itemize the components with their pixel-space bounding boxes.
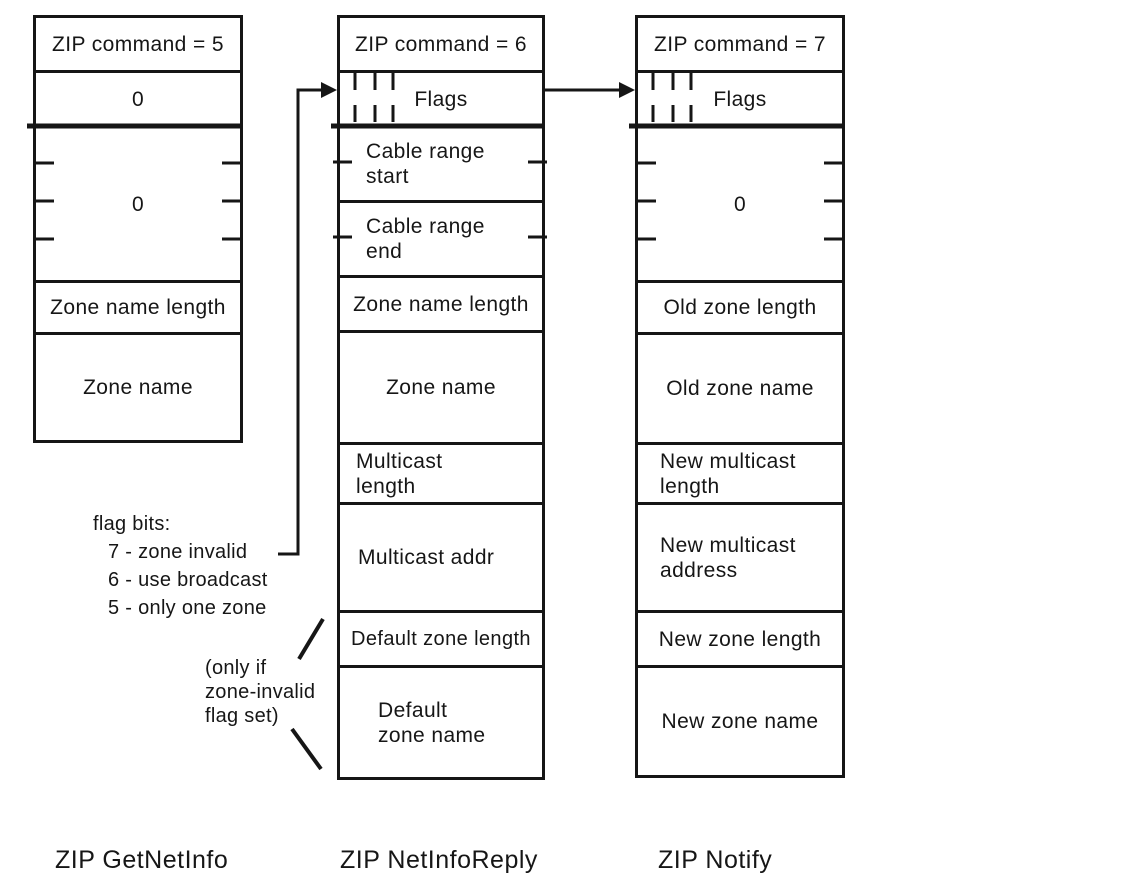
packet-zip-getnetinfo: ZIP command = 5 0 0 Zone name length Zon… xyxy=(33,15,243,443)
field-label: Zone name xyxy=(386,376,496,399)
field-zone-name-length: Zone name length xyxy=(36,283,240,335)
field-label: 0 xyxy=(733,192,747,216)
field-label: 0 xyxy=(131,87,145,111)
field-zip-command: ZIP command = 7 xyxy=(638,18,842,73)
field-new-multicast-length: New multicast length xyxy=(638,445,842,505)
field-label: Multicast length xyxy=(356,449,443,498)
field-zip-command: ZIP command = 5 xyxy=(36,18,240,73)
field-flags: Flags xyxy=(638,73,842,128)
packet-zip-netinforeply: ZIP command = 6 Flags Cable range start … xyxy=(337,15,545,780)
field-multicast-addr: Multicast addr xyxy=(340,505,542,613)
flag-bit-5-label: 5 - only one zone xyxy=(108,597,267,619)
field-old-zone-name: Old zone name xyxy=(638,335,842,445)
field-zip-command: ZIP command = 6 xyxy=(340,18,542,73)
field-label: ZIP command = 5 xyxy=(52,32,224,56)
caption-zip-notify: ZIP Notify xyxy=(658,846,773,874)
field-zero-byte: 0 xyxy=(36,73,240,128)
flag-bits-title: flag bits: xyxy=(93,513,171,535)
field-cable-range-end: Cable range end xyxy=(340,203,542,278)
caption-zip-getnetinfo: ZIP GetNetInfo xyxy=(55,846,229,874)
arrowhead-icon xyxy=(619,82,635,98)
field-label: Old zone name xyxy=(666,377,814,400)
field-label: New multicast length xyxy=(660,449,796,498)
flag-bits-pointer-line xyxy=(278,88,324,556)
field-new-multicast-address: New multicast address xyxy=(638,505,842,613)
field-zone-name-length: Zone name length xyxy=(340,278,542,333)
flag-bits-note: flag bits: 7 - zone invalid 6 - use broa… xyxy=(93,510,268,622)
field-default-zone-name: Default zone name xyxy=(340,668,542,777)
field-label: Old zone length xyxy=(663,296,817,319)
field-new-zone-name: New zone name xyxy=(638,668,842,775)
field-new-zone-length: New zone length xyxy=(638,613,842,668)
field-zone-name: Zone name xyxy=(36,335,240,440)
field-label: Zone name length xyxy=(353,292,529,316)
caption-zip-netinforeply: ZIP NetInfoReply xyxy=(340,846,538,874)
field-default-zone-length: Default zone length xyxy=(340,613,542,668)
field-label: Flags xyxy=(713,87,767,111)
field-label: ZIP command = 6 xyxy=(355,32,527,56)
flags-to-flags-arrow xyxy=(545,82,635,98)
packet-zip-notify: ZIP command = 7 Flags 0 Old zone length … xyxy=(635,15,845,778)
field-label: Flags xyxy=(414,87,468,111)
field-flags: Flags xyxy=(340,73,542,128)
field-label: New zone length xyxy=(658,627,822,651)
field-label: 0 xyxy=(131,192,145,216)
field-label: Multicast addr xyxy=(358,546,495,569)
zone-invalid-conditional-note: (only if zone-invalid flag set) xyxy=(205,657,316,727)
field-label: Default zone name xyxy=(378,698,486,747)
note-pointer-lower-slash xyxy=(290,727,323,771)
field-label: New multicast address xyxy=(660,533,796,582)
field-zero-word: 0 xyxy=(36,128,240,283)
field-cable-range-start: Cable range start xyxy=(340,128,542,203)
field-label: Zone name xyxy=(83,376,193,399)
field-label: ZIP command = 7 xyxy=(654,32,826,56)
field-label: Cable range start xyxy=(366,140,485,188)
field-old-zone-length: Old zone length xyxy=(638,283,842,335)
note-pointer-upper-slash xyxy=(297,617,325,661)
field-zero-word: 0 xyxy=(638,128,842,283)
flag-bit-7-label: 7 - zone invalid xyxy=(108,541,248,563)
field-label: New zone name xyxy=(661,710,819,733)
flag-bits-pointer-arrow xyxy=(278,82,337,556)
field-label: Default zone length xyxy=(351,627,531,650)
field-zone-name: Zone name xyxy=(340,333,542,445)
field-multicast-length: Multicast length xyxy=(340,445,542,505)
field-label: Cable range end xyxy=(366,215,485,263)
flag-bit-6-label: 6 - use broadcast xyxy=(108,569,268,591)
field-label: Zone name length xyxy=(50,296,226,319)
arrowhead-icon xyxy=(321,82,337,98)
